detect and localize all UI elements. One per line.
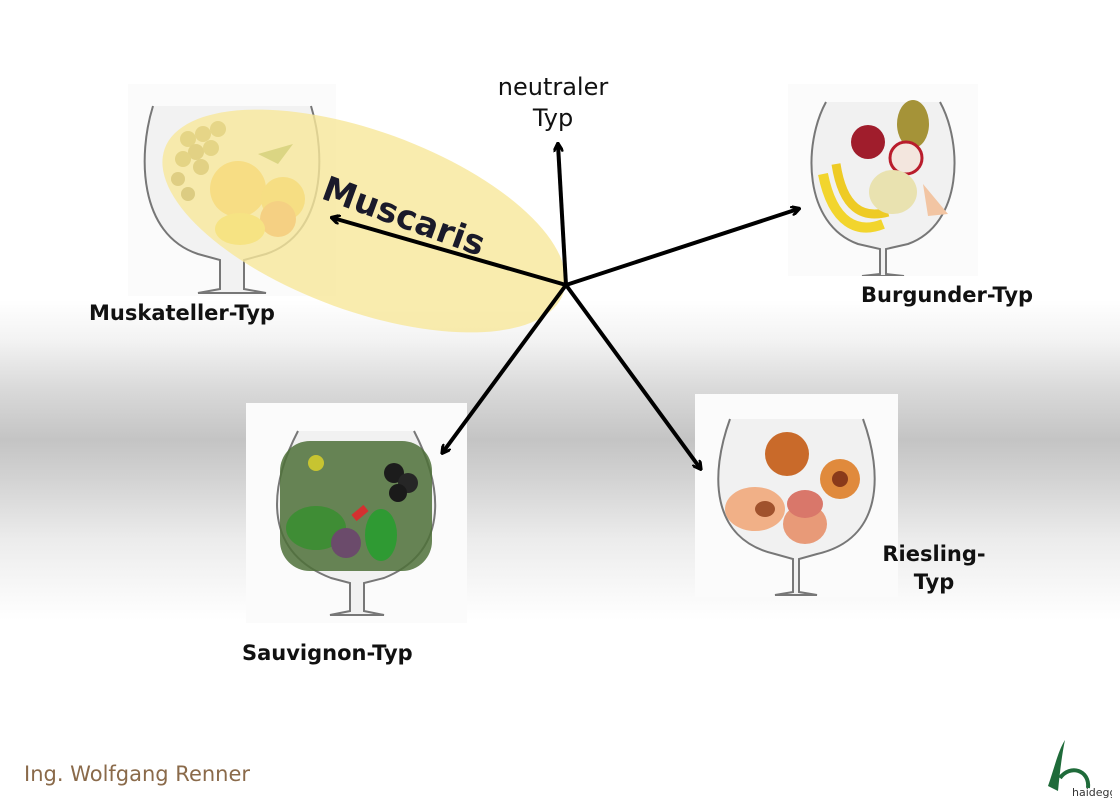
arrow-burgunder [565,209,798,287]
arrow-neutral [558,145,568,286]
peach-icon [765,432,809,476]
leaf-icon [308,455,324,471]
wine-glass-icon [717,418,876,596]
wine-glass-icon [276,430,437,616]
riesling-image [695,394,898,597]
sauvignon-label: Sauvignon-Typ [242,641,413,665]
neutral-type-label: neutraler Typ [488,72,618,134]
muscaris-highlight [162,109,566,333]
pear-icon [897,100,929,148]
riesling-label: Riesling- Typ [882,542,986,594]
burgunder-label: Burgunder-Typ [861,283,1034,307]
author-name: Ing. Wolfgang Renner [24,762,251,786]
arrow-muscaris [333,218,567,287]
apple-icon [851,125,885,159]
logo-icon: haidegg [1048,740,1112,798]
melon-icon [869,170,917,214]
logo-text: haidegg [1072,786,1112,798]
neutral-type-text: neutraler Typ [497,73,609,132]
burgunder-image [788,84,978,277]
pepper-icon [365,509,397,561]
arrow-sauvignon [443,283,568,452]
muskateller-label: Muskateller-Typ [89,301,275,325]
arrow-riesling [564,283,700,468]
sauvignon-image [246,403,467,623]
wine-glass-icon [810,100,956,277]
banana-icon [818,172,885,233]
